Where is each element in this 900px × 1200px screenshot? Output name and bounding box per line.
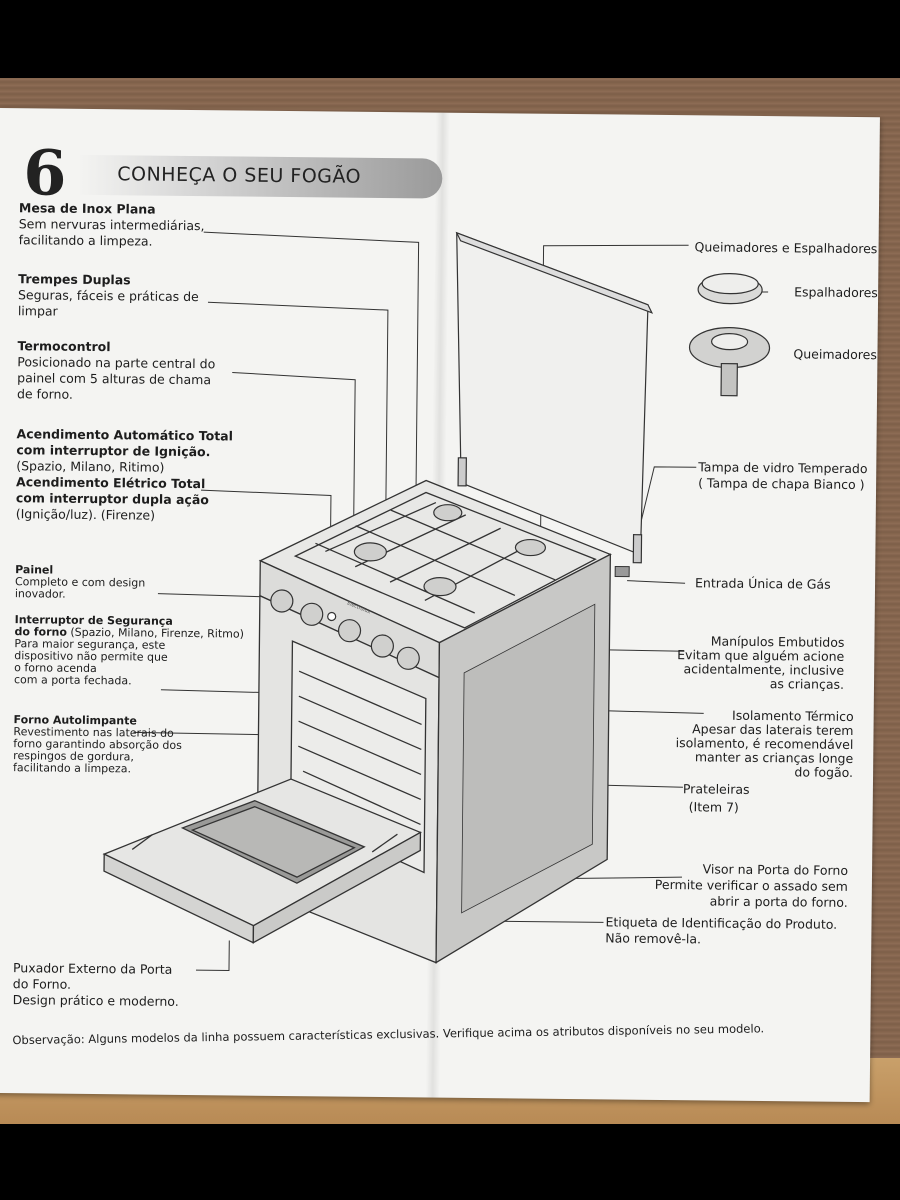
label-isolamento-desc-4: do fogão. — [794, 764, 854, 780]
label-acend-auto-desc: (Spazio, Milano, Ritimo) — [16, 458, 165, 475]
label-puxador-title-1: Puxador Externo da Porta — [12, 960, 173, 977]
label-acend-auto-title-1: Acendimento Automático Total — [16, 426, 234, 444]
label-termocontrol-desc-3: de forno. — [16, 386, 73, 402]
label-acend-eletr-title-2: com interruptor dupla ação — [15, 490, 209, 508]
label-interruptor-desc-4: com a porta fechada. — [13, 673, 132, 688]
label-acend-auto-title-2: com interruptor de Ignição. — [16, 442, 211, 460]
label-mesa-inox-desc-1: Sem nervuras intermediárias, — [18, 216, 205, 234]
label-mesa-inox-title: Mesa de Inox Plana — [18, 200, 156, 217]
label-prateleiras-desc: (Item 7) — [688, 799, 739, 815]
label-etiqueta-desc: Não removê-la. — [605, 930, 702, 947]
label-acend-eletr-desc: (Ignição/luz). (Firenze) — [15, 506, 156, 523]
label-termocontrol-desc-2: painel com 5 alturas de chama — [17, 370, 212, 388]
label-puxador-title-2: do Forno. — [12, 976, 72, 992]
label-trempes-desc-1: Seguras, fáceis e práticas de — [17, 287, 199, 305]
label-visor-desc-2: abrir a porta do forno. — [709, 893, 848, 910]
label-trempes-title: Trempes Duplas — [18, 271, 131, 288]
label-tampa-desc: ( Tampa de chapa Bianco ) — [698, 475, 865, 493]
label-puxador-desc: Design prático e moderno. — [12, 992, 179, 1009]
label-acend-eletr-title-1: Acendimento Elétrico Total — [16, 474, 206, 492]
label-painel-desc-2: inovador. — [14, 587, 66, 601]
label-queimadores: Queimadores — [793, 346, 877, 363]
label-queimadores-espalhadores: Queimadores e Espalhadores — [694, 239, 878, 257]
label-mesa-inox-desc-2: facilitando a limpeza. — [18, 232, 153, 249]
label-entrada-gas: Entrada Única de Gás — [694, 575, 831, 592]
label-tampa-title: Tampa de vidro Temperado — [698, 459, 868, 477]
label-forno-auto-desc-4: facilitando a limpeza. — [13, 761, 132, 776]
manual-page: 6 CONHEÇA O SEU FOGÃO — [0, 108, 880, 1103]
label-etiqueta-title: Etiqueta de Identificação do Produto. — [605, 914, 838, 932]
label-trempes-desc-2: limpar — [17, 303, 58, 319]
label-termocontrol-title: Termocontrol — [17, 338, 111, 355]
label-manipulos-desc-3: as crianças. — [769, 676, 845, 692]
stove-illustration — [102, 231, 771, 971]
label-prateleiras-title: Prateleiras — [682, 781, 750, 797]
label-espalhadores: Espalhadores — [794, 284, 878, 301]
label-termocontrol-desc-1: Posicionado na parte central do — [17, 354, 216, 372]
